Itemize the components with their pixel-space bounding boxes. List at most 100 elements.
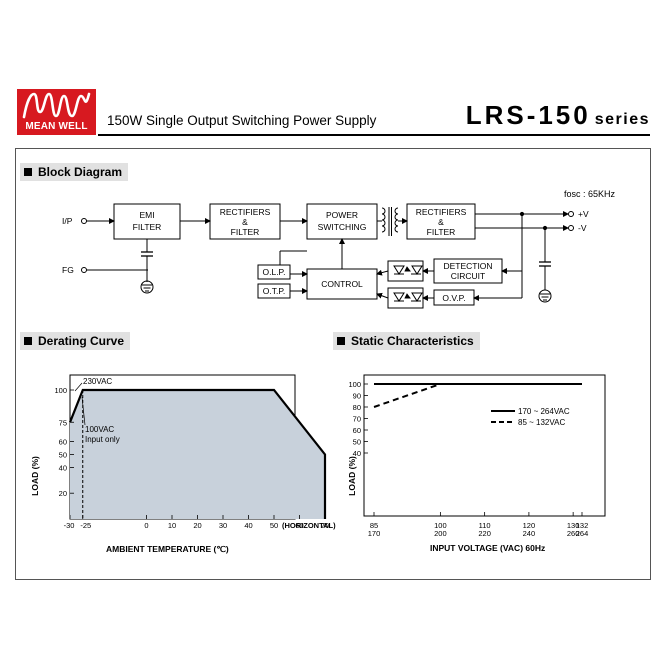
static-xtick-label-bottom: 220: [478, 529, 491, 538]
derating-xtick-label: -25: [80, 521, 91, 530]
static-xtick-label-bottom: 240: [523, 529, 536, 538]
horizontal-note: (HORIZONTAL): [282, 521, 336, 530]
legend-85-132: 85 ~ 132VAC: [518, 418, 565, 427]
static-ytick-label: 50: [353, 438, 361, 447]
vminus-terminal: [568, 225, 574, 231]
fg-terminal: [81, 267, 87, 273]
derating-chart: 20 40 50 60 75 100 -30 -25 0 10 20 30 40 50 60 70 230V…: [30, 374, 336, 554]
static-heading: Static Characteristics: [333, 332, 480, 350]
otp-label: O.T.P.: [263, 286, 286, 296]
rect1-line-2: &: [242, 217, 248, 227]
rect1-line-1: RECTIFIERS: [220, 207, 271, 217]
fg-label: FG: [62, 265, 74, 275]
series-word: series: [594, 111, 650, 128]
static-xtick-label-bottom: 170: [368, 529, 381, 538]
static-xtick-label-bottom: 264: [576, 529, 589, 538]
derating-ytick-label: 100: [54, 386, 67, 395]
derating-curve-230vac: [68, 388, 327, 519]
content-frame: [15, 148, 651, 580]
derating-title: Derating Curve: [38, 334, 125, 348]
emi-line-2: FILTER: [133, 222, 162, 232]
transformer-icon: [381, 207, 399, 236]
olp-block: [257, 264, 291, 280]
derating-ytick-label: 40: [59, 463, 67, 472]
logo-text: MEAN WELL: [25, 121, 88, 132]
static-xtick-label-bottom: 260: [567, 529, 580, 538]
ovp-label: O.V.P.: [442, 293, 465, 303]
rect2-line-2: &: [438, 217, 444, 227]
derating-xlabel: AMBIENT TEMPERATURE (℃): [106, 544, 229, 554]
block-diagram-title: Block Diagram: [38, 165, 123, 179]
detect-line-2: CIRCUIT: [451, 271, 485, 281]
bullet-square-icon: [24, 168, 32, 176]
legend-170-264: 170 ~ 264VAC: [518, 407, 570, 416]
optocoupler-icon: [387, 260, 424, 282]
derating-xtick-label: 70: [321, 521, 329, 530]
ground-icon: [538, 289, 552, 303]
static-plot-frame: [363, 374, 606, 517]
static-title: Static Characteristics: [351, 334, 474, 348]
ann-100vac: 100VAC: [85, 425, 114, 434]
control-label: CONTROL: [321, 279, 363, 289]
derating-heading: Derating Curve: [20, 332, 131, 350]
static-line-85-132: [373, 383, 582, 408]
derating-xtick-label: 50: [270, 521, 278, 530]
static-ytick-label: 90: [353, 392, 361, 401]
static-ytick-label: 70: [353, 415, 361, 424]
block-diagram: fosc : 65KHz I/P FG EMI FILTER RECTIFIER…: [62, 189, 616, 309]
derating-ytick-label: 60: [59, 438, 67, 447]
derating-xtick-label: 0: [144, 521, 148, 530]
block-diagram-heading: Block Diagram: [20, 163, 129, 181]
static-ytick-label: 80: [353, 403, 361, 412]
static-xtick-label-top: 100: [434, 521, 447, 530]
fosc-label: fosc : 65KHz: [564, 189, 616, 199]
vminus-label: -V: [578, 223, 587, 233]
ann-230vac: 230VAC: [83, 377, 112, 386]
static-xtick-label-top: 85: [370, 521, 378, 530]
bullet-square-icon: [337, 337, 345, 345]
derating-xtick-label: 20: [193, 521, 201, 530]
static-xtick-label-bottom: 200: [434, 529, 447, 538]
header-rule: [98, 134, 650, 136]
ground-icon: [140, 280, 154, 294]
detect-line-1: DETECTION: [443, 261, 492, 271]
static-ytick-label: 100: [348, 380, 361, 389]
derating-area-fill: [70, 390, 325, 519]
derating-xtick-label: 40: [244, 521, 252, 530]
derating-xtick-label: 30: [219, 521, 227, 530]
static-ytick-label: 40: [353, 449, 361, 458]
rect2-line-1: RECTIFIERS: [416, 207, 467, 217]
rect1-line-3: FILTER: [231, 227, 260, 237]
rect2-line-3: FILTER: [427, 227, 456, 237]
ip-label: I/P: [62, 216, 73, 226]
optocoupler-icon: [387, 287, 424, 309]
derating-xtick-label: 10: [168, 521, 176, 530]
ip-terminal: [81, 218, 87, 224]
rectifier-filter-2-block: [406, 203, 476, 240]
ann-input-only: Input only: [85, 435, 120, 444]
vplus-label: +V: [578, 209, 589, 219]
mw-logo-mark: [22, 92, 91, 119]
static-xtick-label-top: 132: [576, 521, 589, 530]
static-xtick-label-top: 130: [567, 521, 580, 530]
power-line-2: SWITCHING: [318, 222, 367, 232]
power-line-1: POWER: [326, 210, 358, 220]
vplus-terminal: [568, 211, 574, 217]
meanwell-logo: MEAN WELL: [17, 89, 96, 135]
derating-ytick-label: 75: [59, 418, 67, 427]
derating-ytick-label: 50: [59, 451, 67, 460]
static-ylabel: LOAD (%): [347, 456, 357, 496]
olp-label: O.L.P.: [263, 267, 286, 277]
bullet-square-icon: [24, 337, 32, 345]
derating-xtick-label: -30: [64, 521, 75, 530]
derating-xtick-label: 60: [295, 521, 303, 530]
model-name: LRS-150: [465, 100, 591, 130]
derating-ylabel: LOAD (%): [30, 456, 40, 496]
static-xlabel: INPUT VOLTAGE (VAC) 60Hz: [430, 543, 545, 553]
derating-ytick-label: 20: [59, 489, 67, 498]
product-title: 150W Single Output Switching Power Suppl…: [107, 113, 377, 128]
emi-line-1: EMI: [139, 210, 154, 220]
